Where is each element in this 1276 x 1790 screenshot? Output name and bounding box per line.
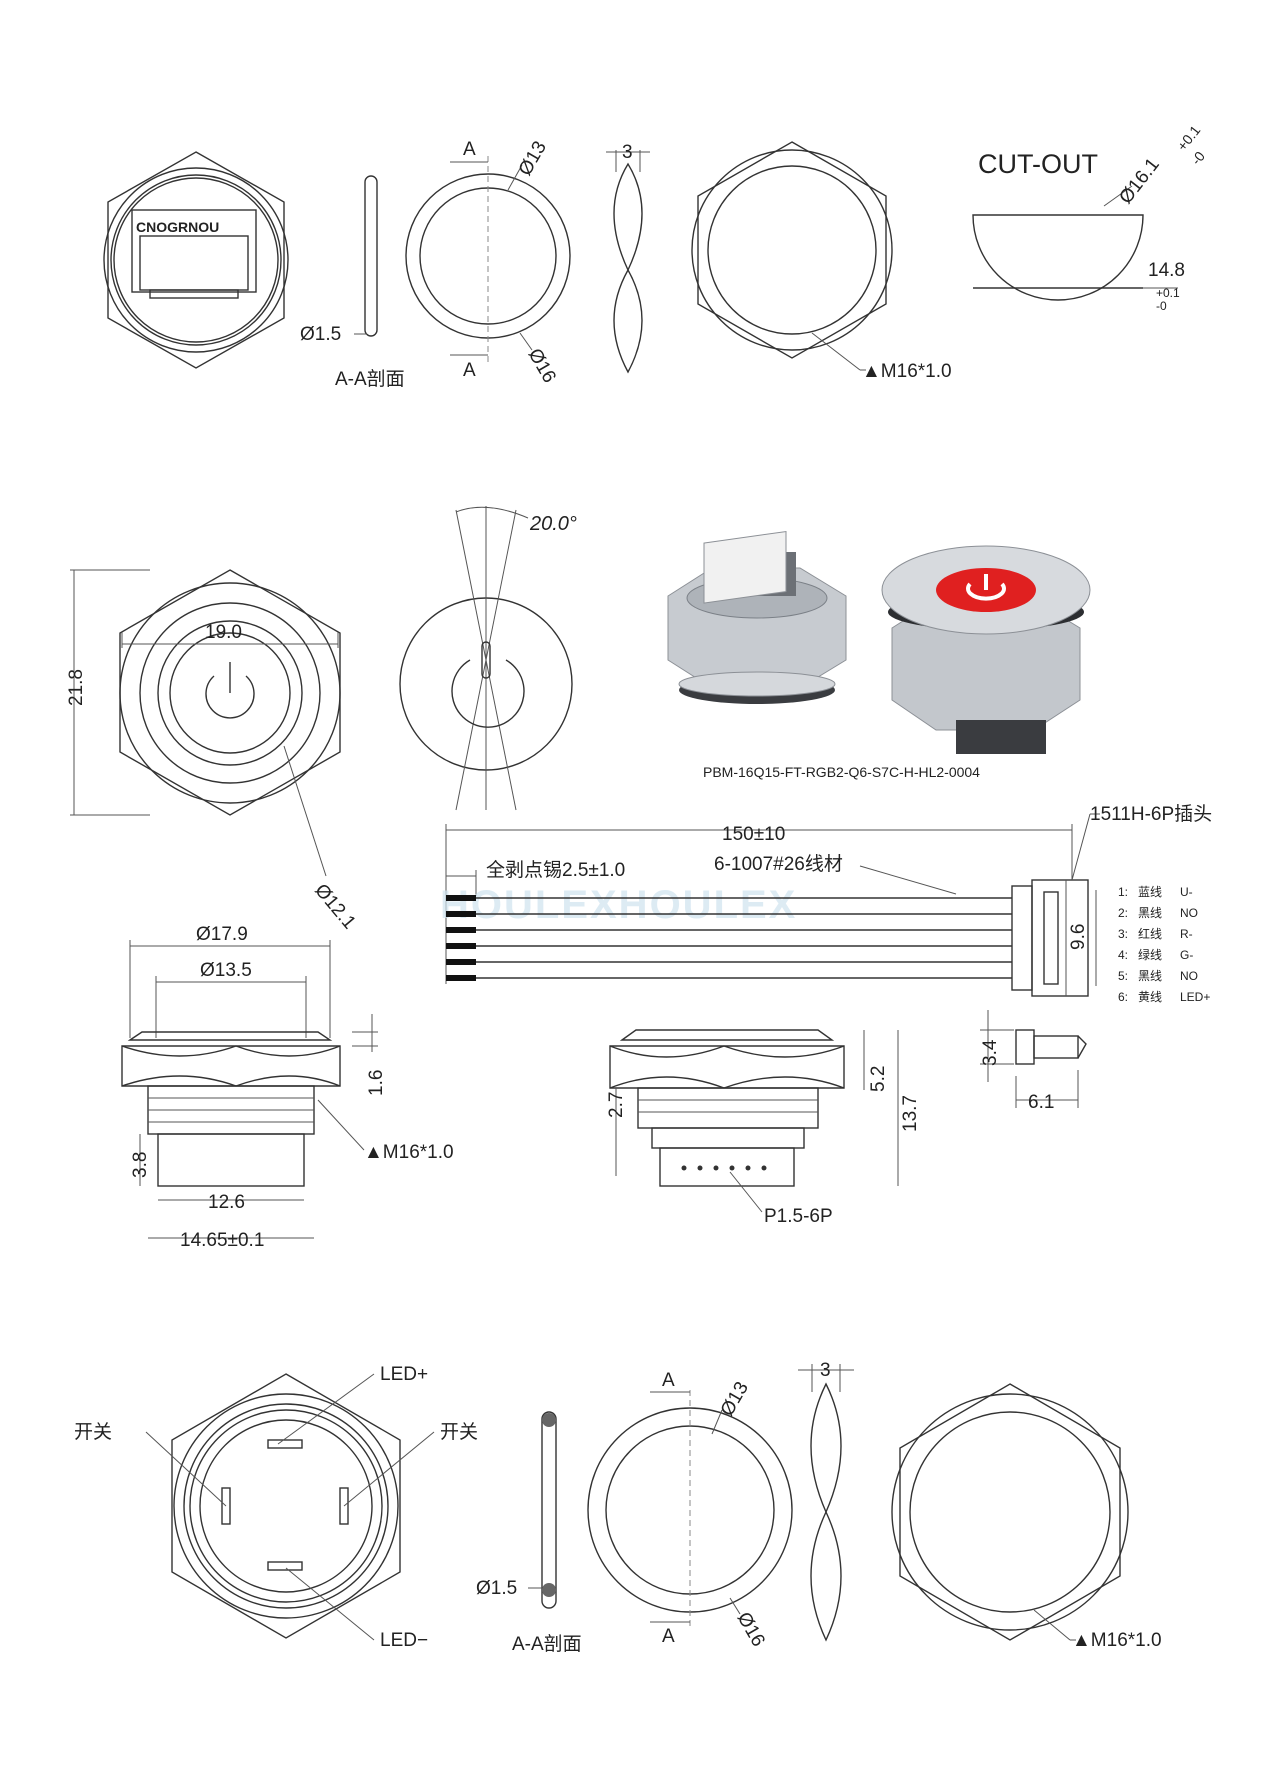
pin-4-color: 绿线 [1138,947,1162,962]
bottom-section-label: A-A剖面 [512,1633,582,1655]
switch-right-label: 开关 [440,1421,478,1443]
pin-6-color: 黄线 [1138,990,1162,1004]
led-plus-label: LED+ [380,1364,428,1385]
cutout-flat: 14.8 [1148,260,1185,281]
wires [446,895,1012,981]
bottom-washer-thickness: 3 [820,1360,831,1381]
total-width: 14.65±0.1 [180,1230,264,1251]
rear-dim-5-2: 5.2 [868,1066,889,1092]
pin-6-signal: LED+ [1180,990,1210,1004]
cable-length: 150±10 [722,824,785,845]
oring-dia-label: Ø1.5 [300,324,341,345]
bottom-oring-side: Ø1.5 A-A剖面 [476,1411,582,1655]
side-thread-label: ▲M16*1.0 [364,1142,454,1163]
bottom-section-mark-bottom: A [662,1626,675,1647]
body-width: 12.6 [208,1192,245,1213]
rear-dim-13-7: 13.7 [900,1095,921,1132]
head-height: 1.6 [366,1070,387,1096]
switch-left-label: 开关 [74,1421,112,1443]
watermark: HOULEXHOULEX [440,883,797,927]
pin-3-no: 3: [1118,927,1128,941]
pin-2-color: 黑线 [1138,906,1162,920]
cutout-title: CUT-OUT [978,149,1098,179]
washer-side-view: 3 [606,142,650,374]
section-label: A-A剖面 [335,368,405,390]
bottom-section-mark-top: A [662,1370,675,1391]
product-photos: PBM-16Q15-FT-RGB2-Q6-S7C-H-HL2-0004 [667,530,1091,780]
cutout-flat-tol-minus: -0 [1156,299,1167,313]
led-minus-label: LED− [380,1630,428,1651]
strip-spec: 全剥点锡2.5±1.0 [486,859,625,881]
section-mark-top: A [463,139,476,160]
width-dim: 19.0 [205,622,242,643]
product-front-photo [881,545,1091,754]
bottom-nut-front: ▲M16*1.0 [891,1383,1162,1651]
pin-5-color: 黑线 [1138,969,1162,983]
cap-angle-view: 20.0° [399,506,577,811]
pin-3-color: 红线 [1138,926,1162,941]
pitch-span: 9.6 [1068,924,1089,950]
rear-hex-view: CNOGRNOU [103,151,289,369]
part-number: PBM-16Q15-FT-RGB2-Q6-S7C-H-HL2-0004 [703,764,980,780]
socket-label: P1.5-6P [764,1206,833,1227]
cutout-flat-tol-plus: +0.1 [1156,286,1180,300]
cable-harness: 150±10 全剥点锡2.5±1.0 6-1007#26线材 HOULEXHOU… [440,803,1212,1113]
nut-thread-label: ▲M16*1.0 [862,361,952,382]
pin-table: 1: 蓝线 U- 2: 黑线 NO 3: 红线 R- 4: 绿线 G- 5: 黑… [1118,885,1210,1004]
board-label: CNOGRNOU [136,219,219,235]
bottom-oring-dia: Ø1.5 [476,1578,517,1599]
pin-5-signal: NO [1180,969,1198,983]
pin-1-no: 1: [1118,885,1128,899]
angle-label: 20.0° [529,513,577,535]
pin-5-no: 5: [1118,969,1128,983]
pin-4-no: 4: [1118,948,1128,962]
connector-housing [1011,879,1089,997]
connector-label: 1511H-6P插头 [1090,803,1212,825]
pin-3-signal: R- [1180,927,1193,941]
bottom-nut-thread: ▲M16*1.0 [1072,1630,1162,1651]
wire-spec: 6-1007#26线材 [714,853,843,875]
bottom-hex-view: LED+ LED− 开关 开关 [74,1364,478,1651]
section-mark-bottom: A [463,360,476,381]
plug-side-view: 3.4 6.1 [980,1010,1087,1113]
side-profile-view: Ø17.9 Ø13.5 1.6 ▲M16*1.0 3.8 12.6 14.65±… [121,924,454,1251]
head-outer-dia: Ø17.9 [196,924,248,945]
nut-front-view: ▲M16*1.0 [691,141,952,382]
head-inner-dia: Ø13.5 [200,960,252,981]
height-dim: 21.8 [66,669,87,706]
pin-2-no: 2: [1118,906,1128,920]
pin-1-signal: U- [1180,885,1193,899]
rear-dim-2-7: 2.7 [606,1092,627,1118]
pin-6-no: 6: [1118,990,1128,1004]
pin-1-color: 蓝线 [1138,885,1162,899]
rear-side-profile: 2.7 5.2 13.7 P1.5-6P [606,1029,921,1227]
pin-4-signal: G- [1180,948,1193,962]
oring-side-view: Ø1.5 A-A剖面 [300,175,405,390]
washer-thickness: 3 [622,142,633,163]
product-rear-photo [667,530,847,704]
plug-height: 3.4 [980,1039,1001,1066]
plug-width: 6.1 [1028,1092,1054,1113]
bottom-washer-side: 3 [798,1360,854,1642]
body-height: 3.8 [130,1152,151,1178]
pin-2-signal: NO [1180,906,1198,920]
